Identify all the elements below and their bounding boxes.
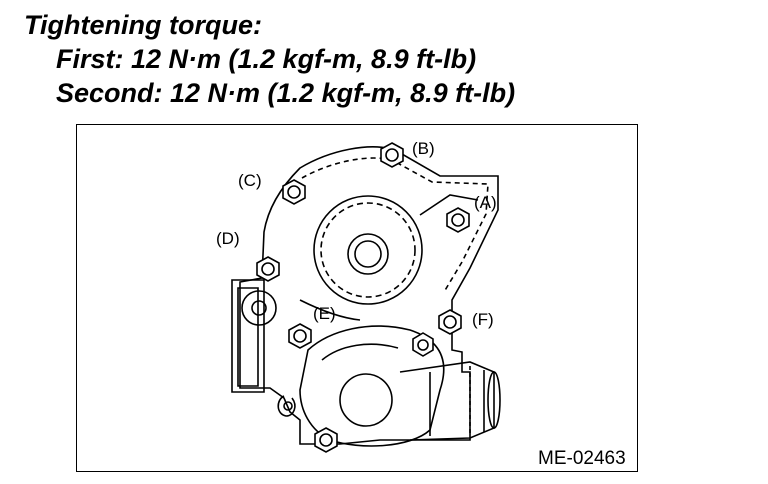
second-torque-spec: Second: 12 N·m (1.2 kgf-m, 8.9 ft-lb) [56, 78, 516, 108]
first-torque-spec: First: 12 N·m (1.2 kgf-m, 8.9 ft-lb) [56, 44, 477, 74]
pump-hub [347, 233, 389, 275]
bolt-f [438, 309, 462, 335]
label-bolt-d: (D) [216, 229, 240, 248]
bolt-h [314, 427, 338, 453]
diagram-frame [76, 124, 638, 472]
bolt-g [412, 332, 434, 357]
bolt-b [380, 142, 404, 168]
thermostat-housing [299, 325, 445, 447]
pump-housing-outline [239, 146, 499, 445]
bolt-e [288, 323, 312, 349]
torque-header: Tightening torque: First: 12 N·m (1.2 kg… [24, 8, 515, 110]
label-bolt-b: (B) [412, 139, 435, 158]
label-bolt-c: (C) [238, 171, 262, 190]
label-bolt-f: (F) [472, 310, 494, 329]
figure-code: ME-02463 [538, 448, 626, 469]
label-bolt-e: (E) [313, 304, 336, 323]
bolt-d [256, 256, 280, 282]
bolt-a [446, 207, 470, 233]
label-bolt-a: (A) [474, 193, 497, 212]
torque-title: Tightening torque: [24, 10, 262, 40]
impeller [313, 195, 423, 305]
bolt-c [282, 179, 306, 205]
outlet-pipe [399, 361, 495, 441]
